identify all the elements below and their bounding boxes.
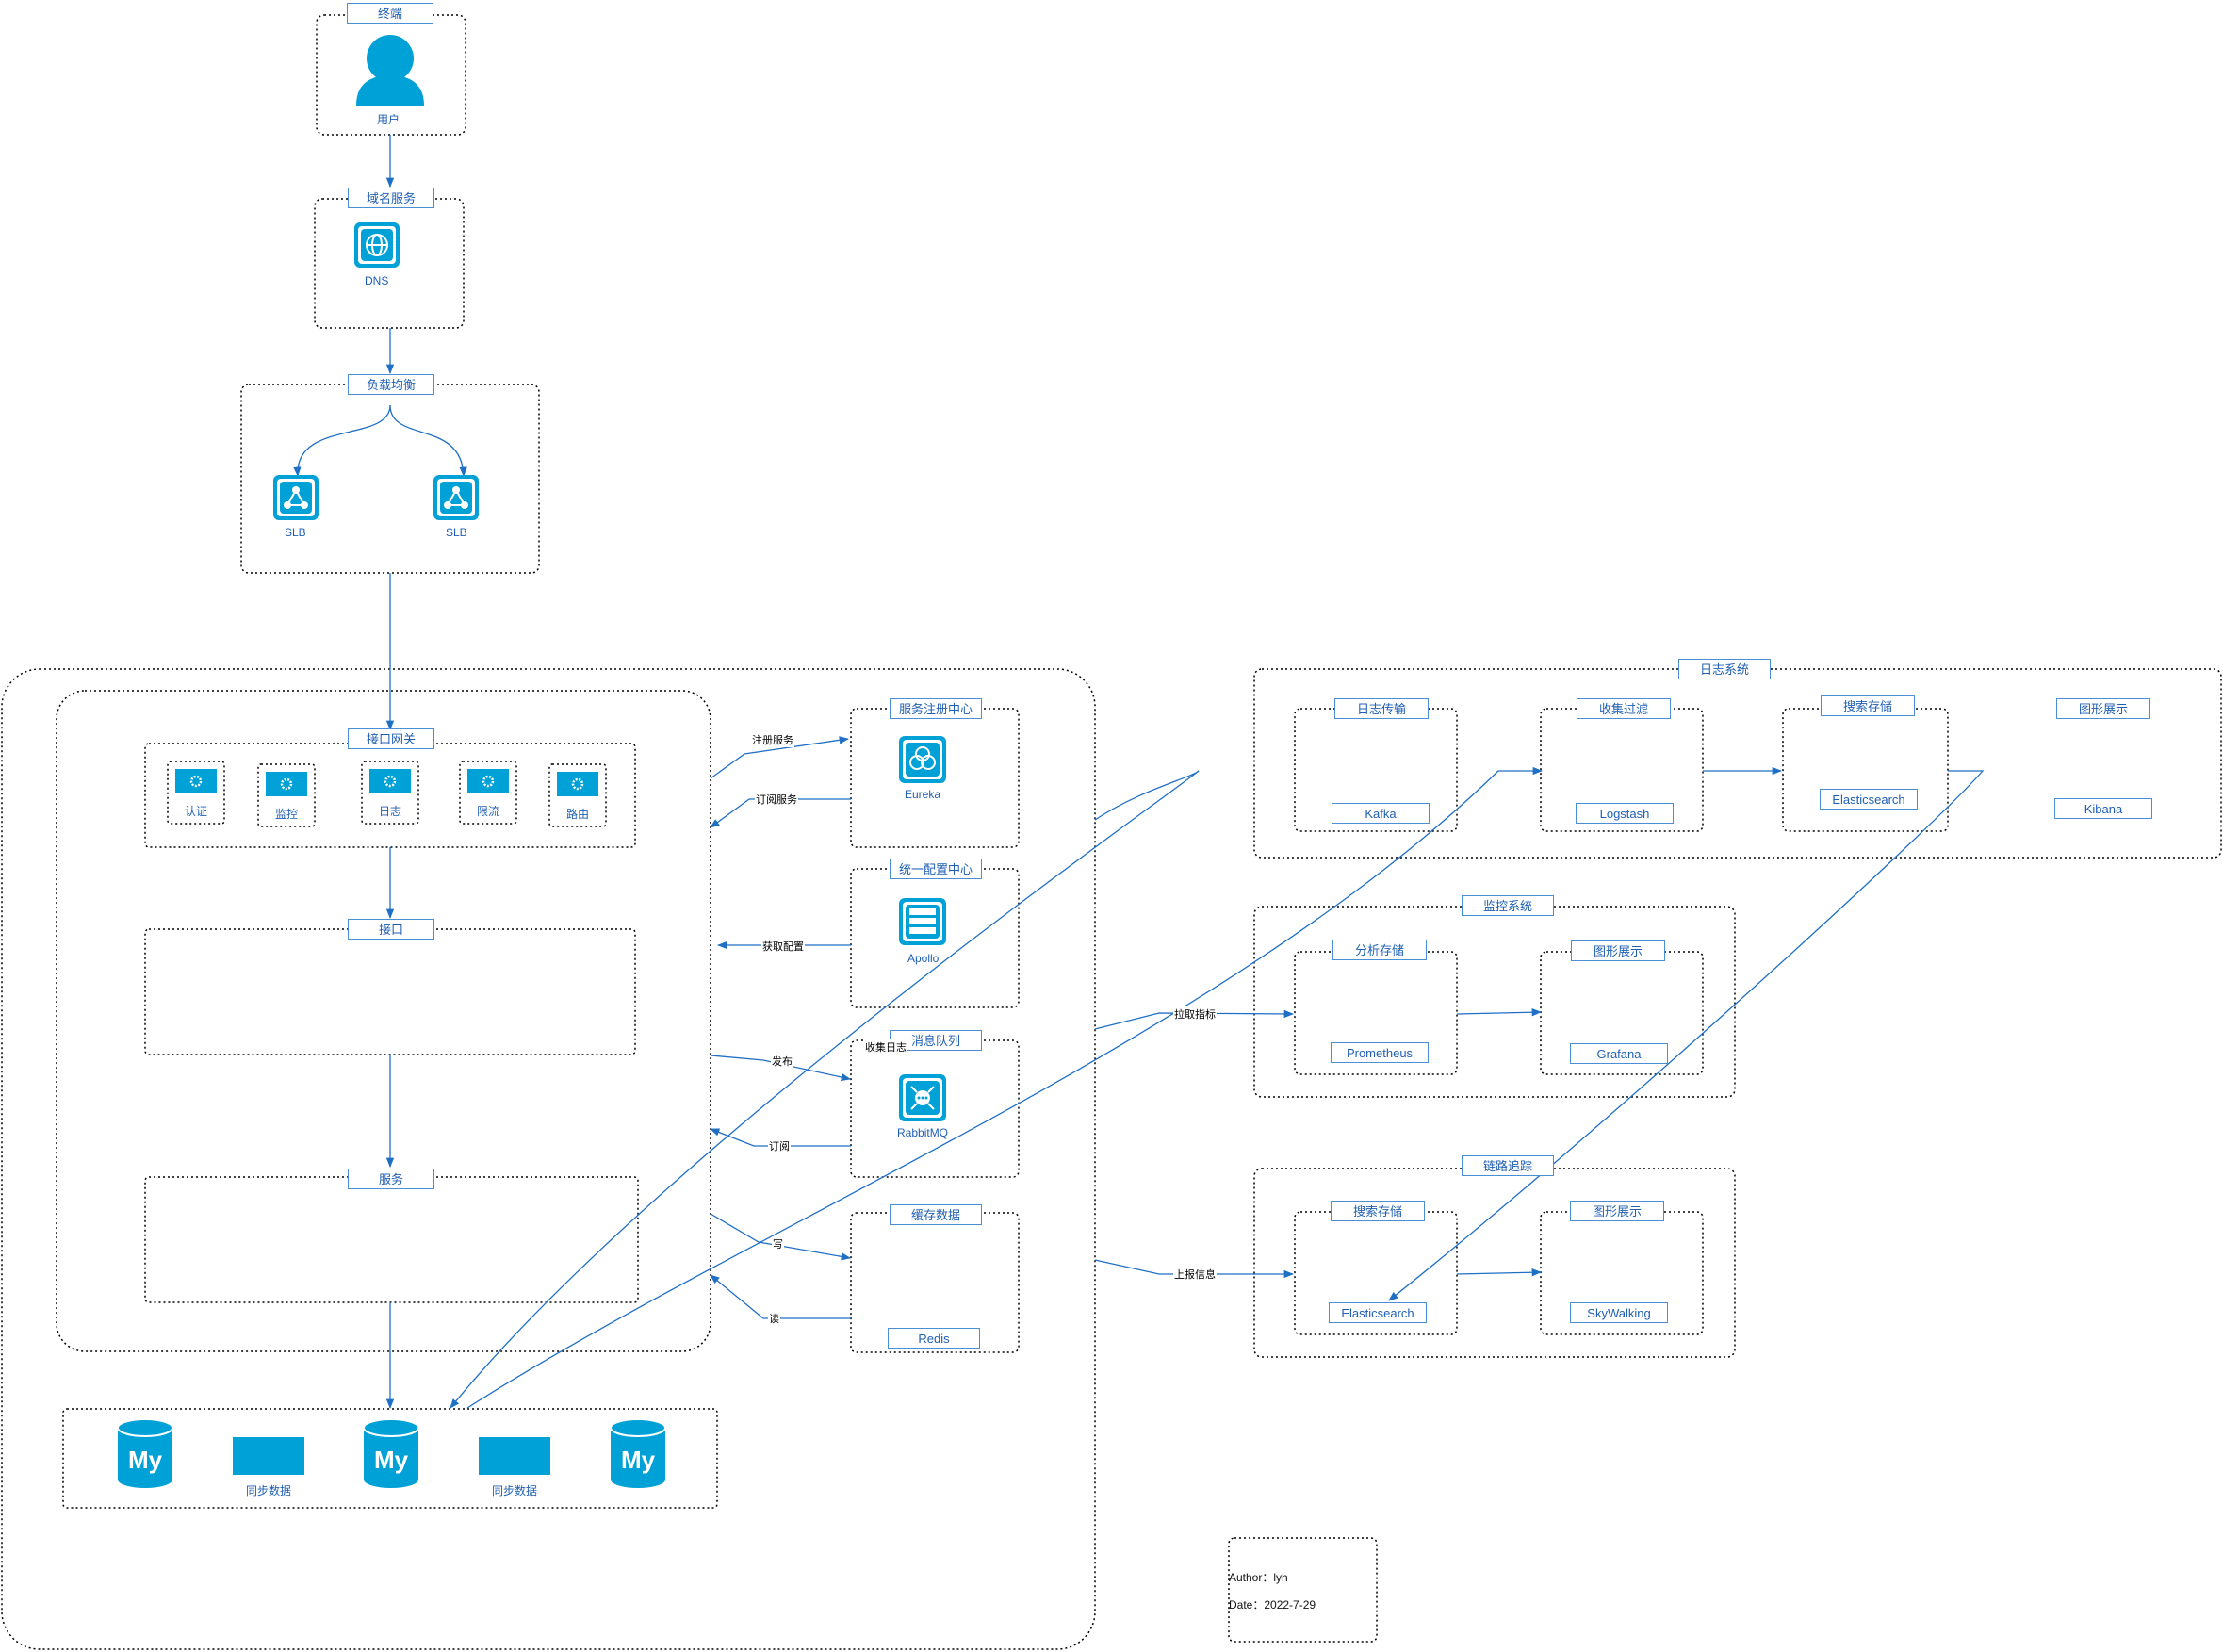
author-box <box>1228 1537 1378 1643</box>
svg-text:My: My <box>621 1446 656 1474</box>
kibana-label: Kibana <box>2054 798 2152 819</box>
mq-box <box>850 1039 1020 1178</box>
slb-label-left: SLB <box>285 526 306 539</box>
log-elasticsearch-label: Elasticsearch <box>1820 789 1918 810</box>
gateway-item-ratelimit: 限流 <box>477 805 500 818</box>
user-icon <box>356 35 424 106</box>
edge-pull-metrics: 拉取指标 <box>1173 1006 1217 1022</box>
lb-title: 负载均衡 <box>348 374 434 395</box>
analysis-title: 分析存储 <box>1332 940 1427 960</box>
monitor-graph-title: 图形展示 <box>1571 940 1665 961</box>
user-label: 用户 <box>377 113 400 126</box>
kafka-label: Kafka <box>1332 803 1430 824</box>
gateway-item-auth: 认证 <box>185 805 208 818</box>
sync-label-2: 同步数据 <box>492 1484 538 1497</box>
app-inner-box <box>56 690 711 1352</box>
date-text: Date：2022-7-29 <box>1229 1598 1316 1611</box>
gateway-item-monitor: 监控 <box>275 808 299 821</box>
sync-block-2 <box>479 1437 550 1475</box>
author-text: Author：lyh <box>1229 1571 1288 1584</box>
eureka-icon <box>899 736 946 783</box>
system-outer-box <box>1 668 1096 1650</box>
edge-subscribe-service: 订阅服务 <box>755 792 798 807</box>
edge-register: 注册服务 <box>751 732 794 747</box>
slb-label-right: SLB <box>446 526 467 539</box>
rabbitmq-icon <box>899 1074 946 1121</box>
collect-log-label: 收集日志 <box>864 1039 907 1055</box>
gear-icon-route <box>557 772 598 796</box>
gateway-title: 接口网关 <box>348 728 434 749</box>
server-icon <box>899 898 946 945</box>
skywalking-label: SkyWalking <box>1570 1302 1668 1323</box>
registry-label: Eureka <box>905 788 941 801</box>
log-search-title: 搜索存储 <box>1821 695 1915 716</box>
gateway-gear-icons <box>175 769 598 796</box>
sync-block-1 <box>233 1437 304 1475</box>
log-system-title: 日志系统 <box>1678 659 1771 679</box>
svg-text:My: My <box>128 1446 163 1474</box>
grafana-label: Grafana <box>1570 1043 1668 1064</box>
trace-system-box <box>1253 1168 1736 1358</box>
edge-read: 读 <box>768 1311 780 1326</box>
mq-title: 消息队列 <box>890 1030 982 1051</box>
globe-icon <box>354 222 400 268</box>
gear-icon-ratelimit <box>467 769 509 793</box>
redis-label: Redis <box>888 1328 980 1349</box>
log-system-box <box>1253 668 2222 859</box>
trace-elasticsearch-label: Elasticsearch <box>1329 1302 1427 1323</box>
edge-publish: 发布 <box>771 1054 793 1069</box>
interface-box <box>144 928 636 1055</box>
interface-title: 接口 <box>348 919 434 940</box>
gear-icon-monitor <box>266 772 307 796</box>
mysql-icon-3: My <box>610 1418 666 1488</box>
service-box <box>144 1176 639 1303</box>
mysql-icon-2: My <box>363 1418 419 1488</box>
monitor-system-title: 监控系统 <box>1462 895 1554 916</box>
svg-text:My: My <box>374 1446 409 1474</box>
registry-title: 服务注册中心 <box>890 698 982 719</box>
dns-title: 域名服务 <box>348 188 434 208</box>
mysql-icon-1: My <box>117 1418 173 1488</box>
log-transport-title: 日志传输 <box>1334 698 1429 719</box>
db-box <box>62 1408 718 1509</box>
service-title: 服务 <box>348 1169 434 1189</box>
trace-graph-title: 图形展示 <box>1570 1201 1664 1221</box>
edge-write: 写 <box>772 1236 784 1251</box>
gear-icon-auth <box>175 769 217 793</box>
gear-icon-log <box>369 769 411 793</box>
cache-title: 缓存数据 <box>890 1204 982 1225</box>
edge-report-info: 上报信息 <box>1173 1267 1217 1282</box>
mq-label: RabbitMQ <box>897 1126 949 1139</box>
log-filter-title: 收集过滤 <box>1577 698 1671 719</box>
terminal-title: 终端 <box>347 3 433 24</box>
sync-label-1: 同步数据 <box>246 1484 292 1497</box>
edge-get-config: 获取配置 <box>761 939 805 954</box>
slb-icon-right <box>433 475 479 520</box>
trace-search-title: 搜索存储 <box>1331 1201 1425 1221</box>
logstash-label: Logstash <box>1576 803 1674 824</box>
dns-label: DNS <box>365 274 389 287</box>
prometheus-label: Prometheus <box>1331 1042 1429 1063</box>
gateway-item-log: 日志 <box>379 805 402 818</box>
gateway-item-route: 路由 <box>566 808 590 821</box>
config-label: Apollo <box>907 952 940 965</box>
trace-system-title: 链路追踪 <box>1462 1155 1554 1176</box>
log-graph-title: 图形展示 <box>2056 698 2150 719</box>
config-title: 统一配置中心 <box>890 859 982 879</box>
edge-subscribe: 订阅 <box>768 1138 791 1153</box>
slb-icon-left <box>273 475 319 520</box>
